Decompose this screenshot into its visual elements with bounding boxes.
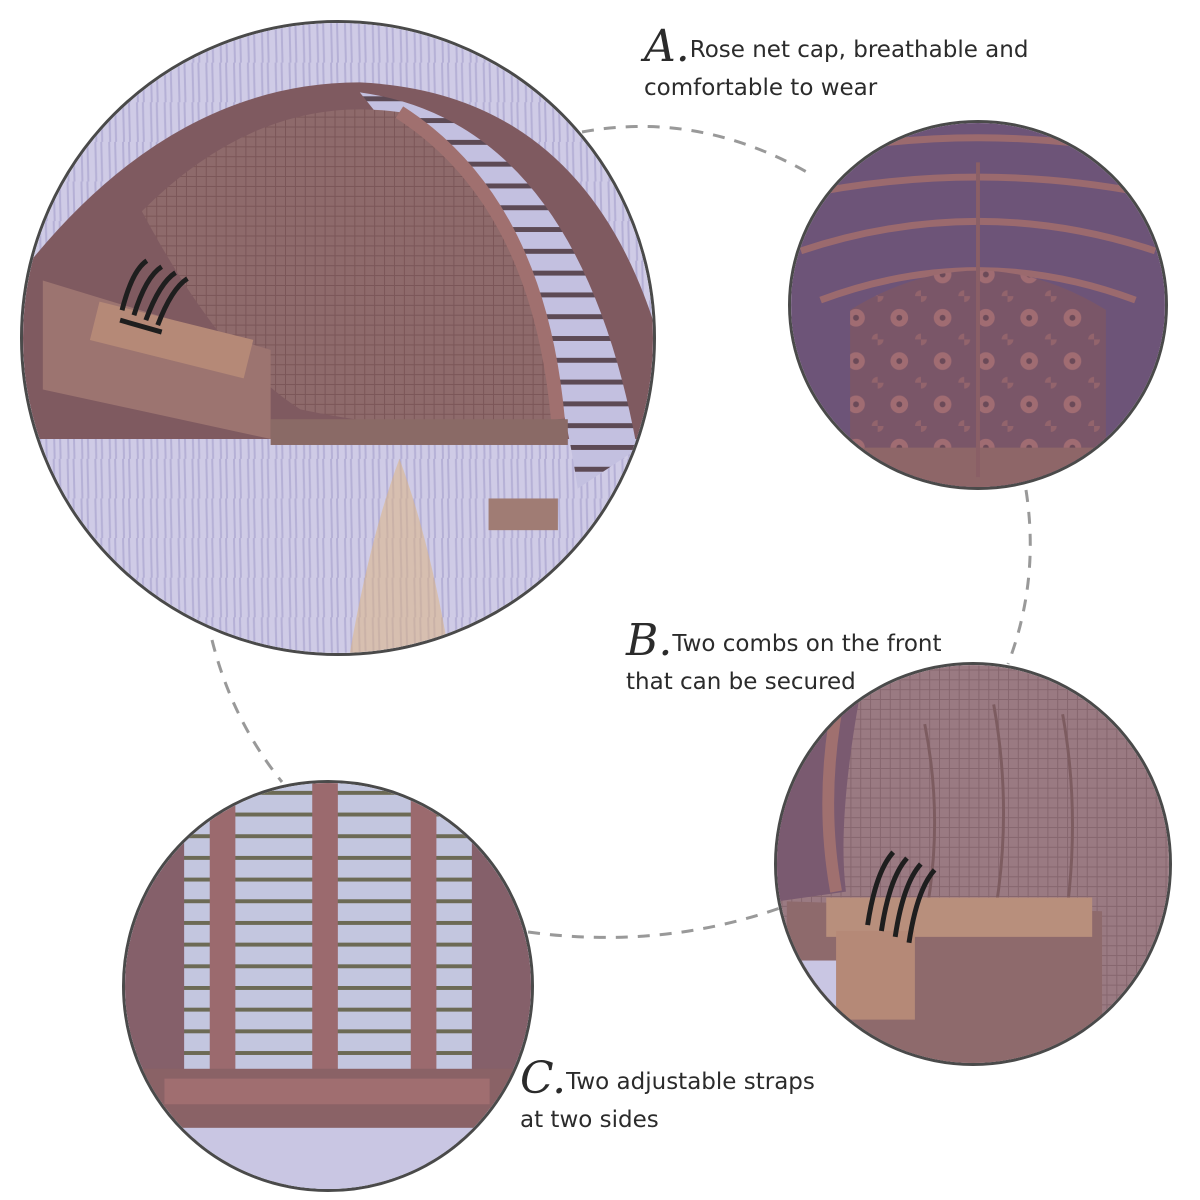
feature-text-a-line1: Rose net cap, breathable and <box>689 37 1029 63</box>
connector-arc-top <box>581 124 813 177</box>
feature-text-c-line1: Two adjustable straps <box>566 1069 815 1095</box>
wig-cap-main-photo <box>20 20 656 656</box>
adjustable-straps-illustration <box>125 783 531 1189</box>
front-combs-illustration <box>777 665 1169 1063</box>
front-combs-photo <box>774 662 1172 1066</box>
feature-caption-b-line1: B.Two combs on the front <box>626 619 986 663</box>
feature-caption-c-line1: C.Two adjustable straps <box>520 1057 850 1101</box>
feature-letter-c: C. <box>520 1053 567 1104</box>
feature-caption-a: A.Rose net cap, breathable and comfortab… <box>644 25 1064 107</box>
feature-text-c-line2: at two sides <box>520 1107 659 1133</box>
comb-icon <box>865 850 937 944</box>
connector-arc-left <box>210 639 284 783</box>
feature-letter-a: A. <box>644 21 690 72</box>
feature-text-b-line2: that can be secured <box>626 669 856 695</box>
comb-icon <box>119 258 189 335</box>
feature-caption-a-line1: A.Rose net cap, breathable and <box>644 25 1064 69</box>
feature-text-a-line2: comfortable to wear <box>644 75 878 101</box>
connector-arc-right <box>1006 489 1032 665</box>
feature-caption-b: B.Two combs on the front that can be sec… <box>626 619 986 701</box>
adjustable-straps-photo <box>122 780 534 1192</box>
feature-letter-b: B. <box>626 615 673 666</box>
feature-caption-c: C.Two adjustable straps at two sides <box>520 1057 850 1139</box>
wig-cap-illustration <box>23 23 653 653</box>
connector-arc-bottom <box>527 906 781 939</box>
feature-text-b-line1: Two combs on the front <box>672 631 942 657</box>
rose-net-cap-photo <box>788 120 1168 490</box>
rose-net-illustration <box>791 123 1165 487</box>
